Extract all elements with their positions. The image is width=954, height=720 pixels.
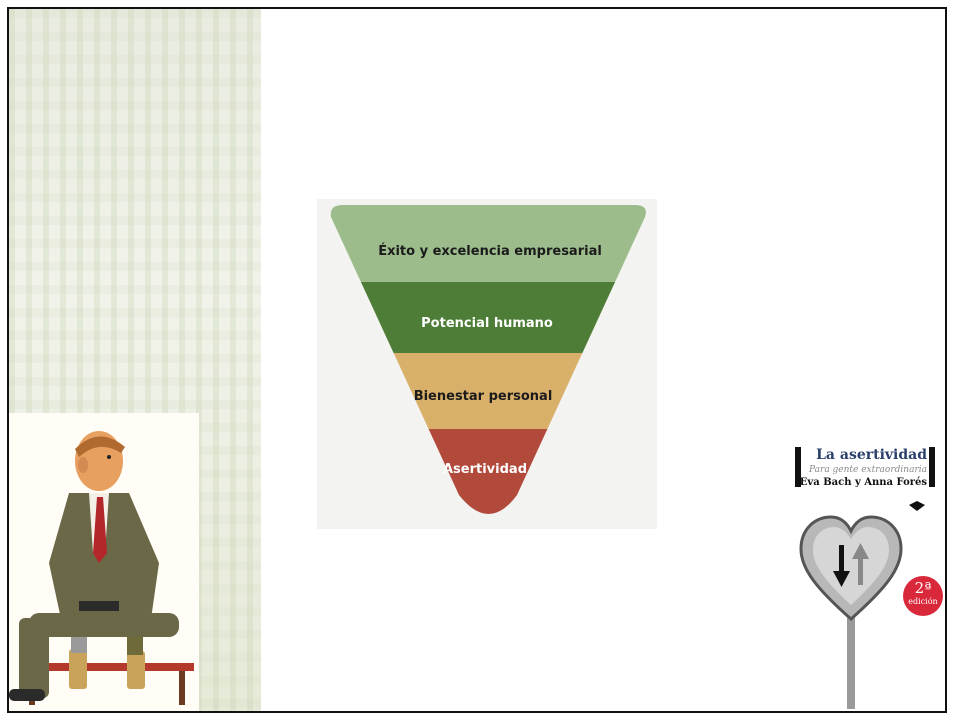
businessman-illustration — [9, 413, 199, 711]
book-title-block: La asertividad Para gente extraordinaria… — [795, 447, 935, 493]
sign-post — [847, 609, 855, 709]
book-title: La asertividad — [816, 447, 927, 463]
down-arrow-icon — [839, 545, 844, 575]
pyramid-tier-1-label: Éxito y excelencia empresarial — [378, 243, 602, 259]
book-subtitle: Para gente extraordinaria — [809, 465, 927, 475]
heart-sign-graphic — [799, 501, 925, 709]
pyramid-tier-3-label: Bienestar personal — [414, 389, 553, 404]
pyramid-tier-4 — [330, 429, 646, 514]
pyramid-tier-1 — [330, 205, 646, 282]
publisher-logo-icon — [909, 501, 925, 511]
slide: Éxito y excelencia empresarial Potencial… — [7, 7, 947, 713]
edition-number: 2ª — [914, 579, 932, 597]
pyramid-tier-2-label: Potencial humano — [421, 316, 553, 331]
title-bar-left — [795, 447, 801, 487]
businessman-drawing — [9, 431, 194, 705]
book-authors: Eva Bach y Anna Forés — [799, 477, 927, 488]
heart-inner-icon — [813, 527, 889, 605]
title-bar-right — [929, 447, 935, 487]
book-cover: La asertividad Para gente extraordinaria… — [757, 409, 943, 709]
asertividad-pyramid: Éxito y excelencia empresarial Potencial… — [330, 205, 646, 514]
edition-badge: 2ª edición — [903, 576, 943, 616]
up-arrow-icon — [858, 555, 863, 585]
pyramid-tier-4-label: Asertividad — [443, 462, 527, 477]
edition-word: edición — [908, 597, 938, 606]
